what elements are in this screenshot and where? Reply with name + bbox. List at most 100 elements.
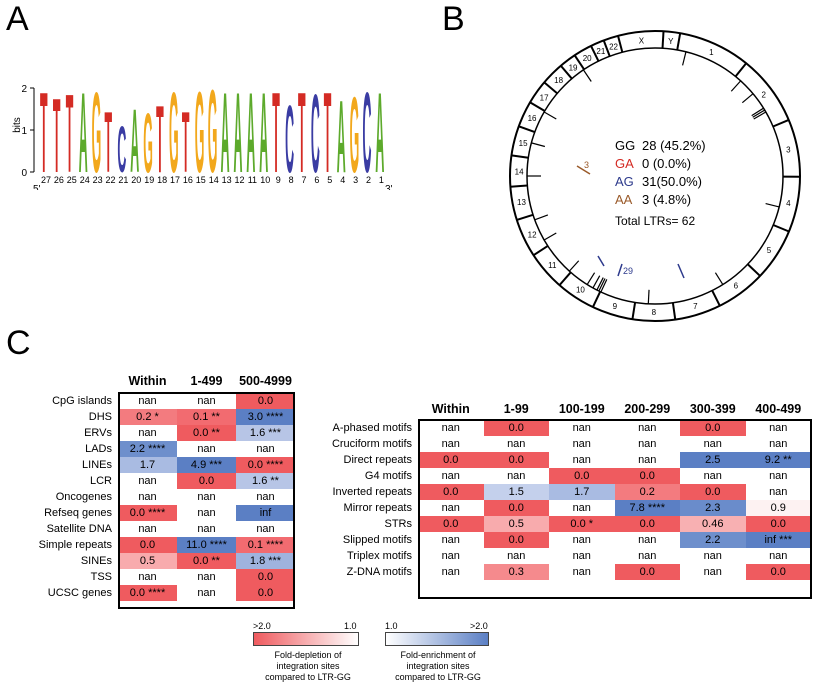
heatmap-row-label: UCSC genes — [12, 585, 118, 601]
heatmap-cell: 0.5 — [483, 516, 549, 532]
logo-letter: A — [234, 71, 243, 190]
heatmap-cell: 1.7 — [549, 484, 615, 500]
heatmap-cell: nan — [177, 505, 236, 521]
circos-legend-code: GA — [615, 156, 634, 171]
heatmap-cell: nan — [745, 468, 811, 484]
chromosome-boundary — [590, 45, 600, 62]
heatmap-cell: 0.0 **** — [118, 585, 177, 601]
heatmap-cell: 2.2 **** — [118, 441, 177, 457]
logo-letter: T — [272, 71, 280, 190]
chromosome-label: 21 — [596, 47, 605, 56]
integration-site-mark — [714, 272, 724, 285]
heatmap-cell: 1.6 ** — [236, 473, 295, 489]
heatmap-cell: nan — [177, 521, 236, 537]
heatmap-cell: 0.0 **** — [236, 457, 295, 473]
logo-position-label: 1 — [379, 175, 384, 185]
heatmap-cell: 0.1 **** — [236, 537, 295, 553]
heatmap-cell: 0.0 — [418, 516, 484, 532]
heatmap-cell: 2.5 — [680, 452, 746, 468]
heatmap-row-label: Direct repeats — [320, 452, 418, 468]
chromosome-boundary — [617, 35, 624, 53]
logo-letter: A — [259, 71, 268, 190]
heatmap-row-label: LADs — [12, 441, 118, 457]
logo-letter: C — [363, 71, 372, 190]
heatmap-cell: nan — [177, 393, 236, 409]
chromosome-label: 13 — [517, 198, 526, 207]
heatmap-cell: nan — [236, 521, 295, 537]
chromosome-boundary — [543, 81, 558, 95]
logo-letter: T — [105, 95, 113, 190]
heatmap-cell: nan — [418, 500, 484, 516]
chromosome-boundary — [573, 54, 585, 70]
logo-position-label: 6 — [314, 175, 319, 185]
logo-letter: T — [182, 95, 190, 190]
logo-position-label: 21 — [118, 175, 128, 185]
heatmap-cell: nan — [614, 452, 680, 468]
heatmap-cell: 0.0 — [680, 484, 746, 500]
heatmap-cell: nan — [680, 436, 746, 452]
heatmap-column-header: 400-499 — [755, 402, 802, 416]
heatmap-cell: inf — [236, 505, 295, 521]
integration-site-mark — [600, 279, 608, 293]
heatmap-cell: 0.0 — [236, 393, 295, 409]
heatmap-row-label: Oncogenes — [12, 489, 118, 505]
panel-label-a: A — [6, 0, 29, 38]
chromosome-label: 11 — [548, 261, 557, 270]
logo-y-tick: 0 — [21, 168, 27, 179]
heatmap-cell: 3.0 **** — [236, 409, 295, 425]
heatmap-cell: nan — [614, 420, 680, 436]
heatmap-cell: nan — [483, 468, 549, 484]
chromosome-boundary — [602, 40, 611, 57]
heatmap-cell: 0.0 — [236, 585, 295, 601]
chromosome-boundary — [510, 184, 528, 188]
heatmap-cell: nan — [614, 548, 680, 564]
heatmap-column-header: 1-99 — [503, 402, 529, 416]
logo-letter: C — [311, 71, 320, 190]
heatmap-cell: nan — [418, 548, 484, 564]
heatmap-row-label: Simple repeats — [12, 537, 118, 553]
chromosome-label: X — [639, 37, 645, 46]
chromosome-label: 5 — [767, 246, 772, 255]
logo-position-label: 13 — [222, 175, 232, 185]
logo-letter: G — [92, 71, 102, 190]
heatmap-cell: nan — [745, 420, 811, 436]
logo-letter: C — [285, 85, 294, 190]
logo-position-label: 17 — [170, 175, 180, 185]
heatmap-column-header: 200-299 — [624, 402, 671, 416]
logo-letter: G — [208, 70, 218, 190]
heatmap-cell: nan — [418, 532, 484, 548]
heatmap-cell: 11.0 **** — [177, 537, 236, 553]
heatmap-cell: nan — [118, 473, 177, 489]
heatmap-cell: 0.2 * — [118, 409, 177, 425]
chromosome-label: 17 — [540, 93, 549, 102]
chromosome-boundary — [676, 33, 682, 51]
heatmap-cell: nan — [549, 532, 615, 548]
circos-legend-value: 3 (4.8%) — [642, 192, 691, 207]
integration-site-mark — [598, 278, 606, 292]
logo-position-label: 10 — [260, 175, 270, 185]
integration-site-mark — [681, 51, 687, 66]
aa-link-mark — [576, 165, 591, 175]
heatmap-cell: 0.0 — [418, 484, 484, 500]
heatmap-cell: nan — [177, 441, 236, 457]
logo-letter: A — [221, 71, 230, 190]
depletion-legend-bar — [253, 632, 359, 646]
depletion-legend-caption: Fold-depletion of integration sites comp… — [265, 650, 351, 682]
heatmap-row-label: LINEs — [12, 457, 118, 473]
logo-position-label: 9 — [276, 175, 281, 185]
logo-position-label: 20 — [131, 175, 141, 185]
logo-position-label: 16 — [183, 175, 193, 185]
logo-position-label: 7 — [301, 175, 306, 185]
circos-legend-value: 28 (45.2%) — [642, 138, 706, 153]
heatmap-cell: 1.5 — [483, 484, 549, 500]
